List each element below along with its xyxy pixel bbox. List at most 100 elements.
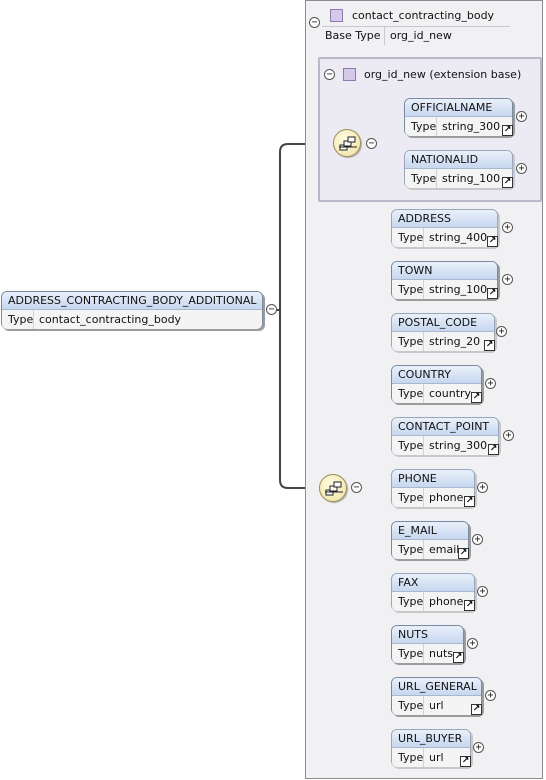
element-type-row: Type string_400 [392, 228, 497, 247]
element-node-country[interactable]: COUNTRY Type country ↗ [391, 365, 482, 403]
expand-toggle-postal-code[interactable]: + [496, 326, 507, 337]
type-link-icon[interactable]: ↗ [471, 392, 482, 403]
type-value: nuts [429, 647, 453, 660]
element-name: URL_BUYER [392, 730, 470, 748]
element-type-row: Type phone [392, 488, 474, 507]
type-label: Type [392, 332, 424, 351]
type-link-icon[interactable]: ↗ [471, 704, 482, 715]
collapse-toggle-extension-sequence[interactable]: − [366, 138, 377, 149]
element-type-row: Type url [392, 696, 481, 715]
collapse-toggle-root[interactable]: − [266, 304, 277, 315]
expand-toggle-nationalid[interactable]: + [516, 163, 527, 174]
expand-toggle-url-general[interactable]: + [485, 690, 496, 701]
sequence-compositor-extension[interactable] [333, 129, 361, 157]
type-label: Type [392, 540, 424, 559]
root-element-type-row: Type contact_contracting_body [2, 310, 262, 329]
element-type-row: Type string_300 [405, 117, 512, 136]
element-type-row: Type nuts [392, 644, 463, 663]
element-name: CONTACT_POINT [392, 418, 498, 436]
expand-toggle-url-buyer[interactable]: + [473, 742, 484, 753]
element-name: COUNTRY [392, 366, 481, 384]
type-value: country [429, 387, 472, 400]
element-node-url-buyer[interactable]: URL_BUYER Type url ↗ [391, 729, 471, 767]
root-element-node[interactable]: ADDRESS_CONTRACTING_BODY_ADDITIONAL Type… [1, 291, 263, 329]
type-link-icon[interactable]: ↗ [453, 652, 464, 663]
expand-toggle-e-mail[interactable]: + [472, 534, 483, 545]
expand-toggle-fax[interactable]: + [477, 586, 488, 597]
element-type-row: Type email [392, 540, 468, 559]
base-type-value: org_id_new [390, 29, 452, 42]
type-label: Type [392, 488, 424, 507]
element-type-row: Type phone [392, 592, 474, 611]
expand-toggle-contact-point[interactable]: + [503, 430, 514, 441]
type-value: phone [429, 595, 464, 608]
expand-toggle-officialname[interactable]: + [516, 111, 527, 122]
element-node-e-mail[interactable]: E_MAIL Type email ↗ [391, 521, 469, 559]
type-value: string_300 [429, 439, 488, 452]
element-node-nationalid[interactable]: NATIONALID Type string_100 ↗ [404, 150, 513, 188]
element-name: TOWN [392, 262, 497, 280]
type-label: Type [392, 592, 424, 611]
element-node-phone[interactable]: PHONE Type phone ↗ [391, 469, 475, 507]
type-value: url [429, 751, 444, 764]
sequence-compositor-main[interactable] [319, 474, 347, 502]
type-label: Type [405, 117, 437, 136]
element-node-fax[interactable]: FAX Type phone ↗ [391, 573, 475, 611]
type-link-icon[interactable]: ↗ [502, 125, 513, 136]
collapse-toggle-extension[interactable]: − [324, 69, 335, 80]
complex-type-icon [330, 9, 343, 22]
element-node-town[interactable]: TOWN Type string_100 ↗ [391, 261, 498, 299]
type-value: string_100 [442, 172, 501, 185]
type-link-icon[interactable]: ↗ [484, 340, 495, 351]
complex-type-divider [322, 26, 510, 27]
element-type-row: Type url [392, 748, 470, 767]
element-node-officialname[interactable]: OFFICIALNAME Type string_300 ↗ [404, 98, 513, 136]
type-link-icon[interactable]: ↗ [502, 177, 513, 188]
type-label: Type [392, 644, 424, 663]
type-label: Type [392, 280, 424, 299]
element-name: E_MAIL [392, 522, 468, 540]
expand-toggle-address[interactable]: + [502, 222, 513, 233]
element-node-address[interactable]: ADDRESS Type string_400 ↗ [391, 209, 498, 247]
base-type-label: Base Type [325, 29, 381, 42]
type-value: contact_contracting_body [39, 313, 182, 326]
expand-toggle-nuts[interactable]: + [467, 638, 478, 649]
type-link-icon[interactable]: ↗ [464, 496, 475, 507]
type-link-icon[interactable]: ↗ [460, 756, 471, 767]
expand-toggle-country[interactable]: + [485, 378, 496, 389]
element-node-url-general[interactable]: URL_GENERAL Type url ↗ [391, 677, 482, 715]
element-type-row: Type country [392, 384, 481, 403]
type-link-icon[interactable]: ↗ [487, 288, 498, 299]
expand-toggle-town[interactable]: + [502, 274, 513, 285]
sequence-icon [339, 136, 357, 151]
element-name: NUTS [392, 626, 463, 644]
type-link-icon[interactable]: ↗ [488, 444, 499, 455]
element-name: FAX [392, 574, 474, 592]
element-node-contact-point[interactable]: CONTACT_POINT Type string_300 ↗ [391, 417, 499, 455]
element-type-row: Type string_300 [392, 436, 498, 455]
element-name: OFFICIALNAME [405, 99, 512, 117]
element-type-row: Type string_20 [392, 332, 494, 351]
type-label: Type [392, 748, 424, 767]
element-node-nuts[interactable]: NUTS Type nuts ↗ [391, 625, 464, 663]
extension-title: org_id_new (extension base) [364, 68, 522, 81]
sequence-icon [325, 481, 343, 496]
type-label: Type [392, 228, 424, 247]
expand-toggle-phone[interactable]: + [477, 482, 488, 493]
element-name: POSTAL_CODE [392, 314, 494, 332]
element-name: NATIONALID [405, 151, 512, 169]
type-label: Type [392, 696, 424, 715]
element-type-row: Type string_100 [405, 169, 512, 188]
type-label: Type [2, 310, 34, 329]
type-value: string_400 [429, 231, 488, 244]
element-name: ADDRESS [392, 210, 497, 228]
type-value: string_20 [429, 335, 481, 348]
type-link-icon[interactable]: ↗ [487, 236, 498, 247]
element-node-postal-code[interactable]: POSTAL_CODE Type string_20 ↗ [391, 313, 495, 351]
type-label: Type [392, 436, 424, 455]
collapse-toggle-main-sequence[interactable]: − [351, 482, 362, 493]
type-link-icon[interactable]: ↗ [458, 548, 469, 559]
type-link-icon[interactable]: ↗ [464, 600, 475, 611]
element-name: PHONE [392, 470, 474, 488]
collapse-toggle-complex-type[interactable]: − [309, 17, 320, 28]
